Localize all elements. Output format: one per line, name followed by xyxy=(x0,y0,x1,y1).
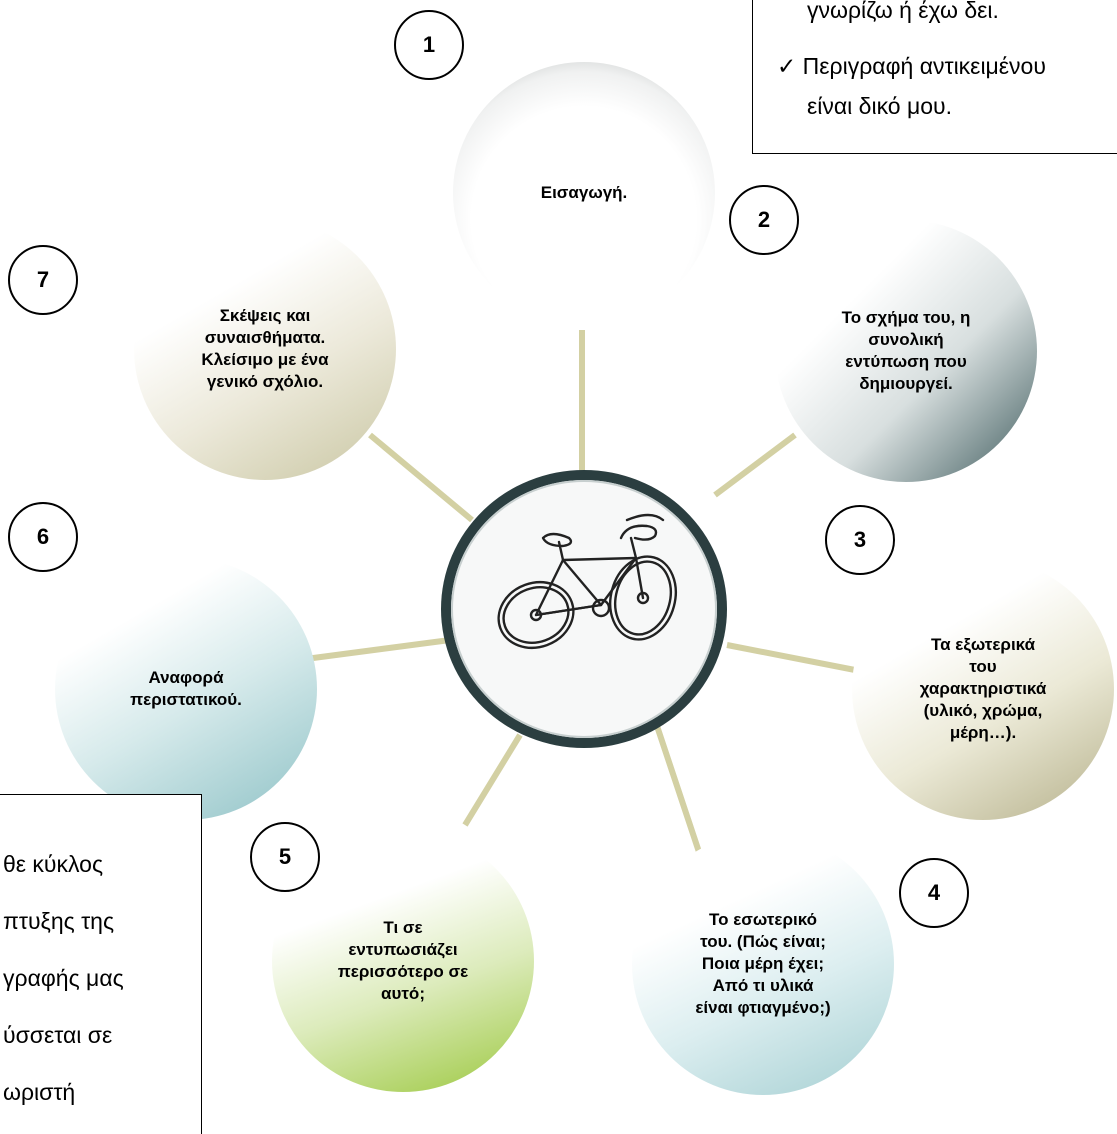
circle-4-text: Το εσωτερικό του. (Πώς είναι; Ποια μέρη … xyxy=(695,909,831,1018)
connector-6 xyxy=(297,637,451,663)
number-badge-2: 2 xyxy=(729,185,799,255)
circle-2: Το σχήμα του, η συνολική εντύπωση που δη… xyxy=(775,220,1037,482)
circle-1-text: Εισαγωγή. xyxy=(540,182,628,202)
bicycle-icon xyxy=(497,513,677,649)
top-note-line-3: είναι δικό μου. xyxy=(807,93,952,119)
circle-6: Αναφορά περιστατικού. xyxy=(55,558,317,820)
number-badge-1: 1 xyxy=(394,10,464,80)
circle-1: Εισαγωγή. xyxy=(453,62,715,324)
circle-4: Το εσωτερικό του. (Πώς είναι; Ποια μέρη … xyxy=(632,833,894,1095)
center-disc xyxy=(451,480,717,738)
bottom-note-line-5: ωριστή xyxy=(3,1079,76,1105)
circle-3: Τα εξωτερικά του χαρακτηριστικά (υλικό, … xyxy=(852,558,1114,820)
number-badge-5: 5 xyxy=(250,822,320,892)
circle-5-text: Τι σε εντυπωσιάζει περισσότερο σε αυτό; xyxy=(337,917,469,1004)
circle-2-text: Το σχήμα του, η συνολική εντύπωση που δη… xyxy=(841,307,971,394)
top-note-line-2: ✓ Περιγραφή αντικειμένου xyxy=(777,53,1046,79)
connector-5 xyxy=(462,733,523,827)
number-badge-4: 4 xyxy=(899,858,969,928)
number-badge-7: 7 xyxy=(8,245,78,315)
circle-5: Τι σε εντυπωσιάζει περισσότερο σε αυτό; xyxy=(272,830,534,1092)
top-note-line-1: γνωρίζω ή έχω δει. xyxy=(807,0,999,23)
number-badge-3: 3 xyxy=(825,505,895,575)
top-note-box: γνωρίζω ή έχω δει. ✓ Περιγραφή αντικειμέ… xyxy=(752,0,1117,154)
bottom-note-line-4: ύσσεται σε xyxy=(3,1022,113,1048)
connector-7 xyxy=(368,432,474,523)
circle-3-text: Τα εξωτερικά του χαρακτηριστικά (υλικό, … xyxy=(919,634,1047,743)
connector-3 xyxy=(726,642,856,673)
bottom-note-box: θε κύκλος πτυξης της γραφής μας ύσσεται … xyxy=(0,794,202,1134)
number-badge-6: 6 xyxy=(8,502,78,572)
circle-6-text: Αναφορά περιστατικού. xyxy=(130,667,242,709)
bottom-note-line-1: θε κύκλος xyxy=(3,851,104,877)
circle-7: Σκέψεις και συναισθήματα. Κλείσιμο με έν… xyxy=(134,218,396,480)
circle-7-text: Σκέψεις και συναισθήματα. Κλείσιμο με έν… xyxy=(201,305,329,392)
bottom-note-line-3: γραφής μας xyxy=(3,965,124,991)
connector-2 xyxy=(713,432,797,498)
bottom-note-line-2: πτυξης της xyxy=(3,908,115,934)
